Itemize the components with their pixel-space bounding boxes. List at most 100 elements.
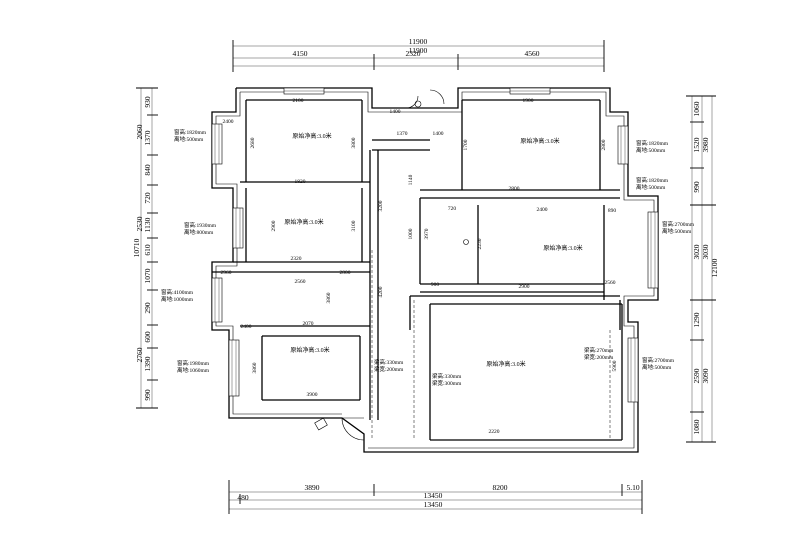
right-seg-7: 1290	[692, 312, 701, 327]
top-overall-dimension-1: 11900	[409, 37, 428, 46]
left-seg-1: 930	[143, 96, 152, 108]
right-seg-3: 990	[692, 181, 701, 193]
right-seg-1: 1060	[692, 101, 701, 116]
bottom-dimension-chain: 3890 8200 5.10 480 13450 13450	[228, 480, 643, 514]
left-seg-6: 1130	[143, 217, 152, 232]
inner-dim: 3860	[252, 362, 258, 373]
right-seg-9: 3090	[701, 368, 710, 383]
window-top-1	[283, 87, 325, 95]
inner-dim: 2800	[601, 139, 607, 150]
beam-1-height: 梁高:330mm	[374, 358, 404, 366]
top-segment-3: 4560	[525, 49, 540, 58]
inner-dim: 3200	[378, 200, 384, 211]
win-right-1-sill: 离地:500mm	[636, 146, 666, 154]
left-dimension-chain: 10710 930 1370 2060 840 720 1130 2530 61…	[132, 87, 158, 409]
win-left-3-sill: 离地:1000mm	[161, 295, 194, 303]
window-top-2	[509, 87, 551, 95]
entry-door-arc	[341, 417, 365, 441]
inner-dim: 2400	[241, 324, 252, 330]
right-dimension-chain: 1060 3980 990 1520 3020 3030 12100 1290 …	[686, 95, 719, 443]
window-left-3	[211, 277, 223, 323]
inner-dim: 5900	[612, 360, 618, 371]
inner-dim: 2560	[295, 279, 306, 285]
beam-2-height: 梁高:330mm	[432, 372, 462, 380]
inner-dim: 2220	[489, 429, 500, 435]
inner-dim: 2900	[519, 284, 530, 290]
inner-dim: 1700	[463, 139, 469, 150]
left-seg-8: 610	[143, 244, 152, 256]
inner-dim: 2960	[221, 270, 232, 276]
inner-dim: 2070	[303, 321, 314, 327]
win-left-2-height: 窗高:1930mm	[184, 221, 217, 229]
window-left-2	[232, 207, 244, 249]
inner-dim: 720	[448, 206, 457, 212]
win-right-3-sill: 离地:500mm	[662, 227, 692, 235]
left-seg-10: 290	[143, 302, 152, 314]
room-label-d: 原始净高:3.0米	[520, 137, 559, 145]
doors	[314, 89, 469, 441]
left-seg-14: 990	[143, 389, 152, 401]
room-label-b: 原始净高:3.0米	[284, 218, 323, 226]
left-seg-5: 720	[143, 192, 152, 204]
win-right-1-height: 窗高:1820mm	[636, 139, 669, 147]
inner-dimension-labels: 2100 1900 2800 1820 2320 2560 2070 3900 …	[221, 98, 619, 435]
top-segment-1: 4150	[293, 49, 308, 58]
left-seg-3: 2060	[135, 124, 144, 139]
inner-dim: 2230	[477, 238, 483, 249]
room-label-a: 原始净高:3.0米	[292, 132, 331, 140]
win-left-1-height: 窗高:1820mm	[174, 128, 207, 136]
top-dimension-chain: 11900 11900 4150 2320 4560	[232, 37, 605, 72]
inner-dim: 2800	[340, 270, 351, 276]
room-labels: 原始净高:3.0米 原始净高:3.0米 原始净高:3.0米 原始净高:3.0米 …	[284, 132, 582, 368]
left-seg-12: 1390	[143, 356, 152, 371]
inner-dim: 3900	[307, 392, 318, 398]
bottom-segment-3: 5.10	[626, 483, 639, 492]
bottom-segment-2: 8200	[493, 483, 508, 492]
right-seg-4: 1520	[692, 137, 701, 152]
win-left-1-sill: 离地:500mm	[174, 135, 204, 143]
beam-2-width: 梁宽:300mm	[432, 379, 462, 387]
right-seg-10: 1080	[692, 419, 701, 434]
inner-dim: 2800	[509, 186, 520, 192]
inner-dim: 3100	[351, 220, 357, 231]
bottom-overall-dimension-1: 13450	[424, 491, 443, 500]
inner-dim: 3860	[326, 292, 332, 303]
inner-dim: 900	[431, 282, 440, 288]
window-annotations: 窗高:1820mm 离地:500mm 窗高:1930mm 离地:800mm 窗高…	[161, 128, 695, 374]
window-right-2	[647, 211, 659, 289]
inner-dim: 4200	[378, 286, 384, 297]
exterior-walls	[211, 87, 659, 453]
room-label-e: 原始净高:3.0米	[543, 244, 582, 252]
inner-dim: 1400	[433, 131, 444, 137]
window-right-3	[627, 337, 639, 403]
win-right-2-sill: 离地:500mm	[636, 183, 666, 191]
inner-dim: 2320	[291, 256, 302, 262]
win-left-4-height: 窗高:1980mm	[177, 359, 210, 367]
beam-3-height: 梁高:270mm	[584, 346, 614, 354]
left-seg-9: 1070	[143, 268, 152, 283]
inner-dim: 2900	[271, 220, 277, 231]
inner-dim: 1370	[397, 131, 408, 137]
inner-dim: 2400	[537, 207, 548, 213]
right-seg-6: 3030	[701, 244, 710, 259]
window-openings	[211, 87, 659, 403]
inner-dim: 1140	[408, 174, 414, 185]
win-right-2-height: 窗高:1820mm	[636, 176, 669, 184]
inner-dim: 2560	[605, 280, 616, 286]
beam-lines	[371, 250, 611, 440]
win-left-2-sill: 离地:800mm	[184, 228, 214, 236]
top-overall-dimension-2: 11900	[409, 46, 428, 55]
left-seg-2: 1370	[143, 130, 152, 145]
right-seg-2: 3980	[701, 137, 710, 152]
left-seg-13: 2760	[135, 347, 144, 362]
inner-dim: 2400	[223, 119, 234, 125]
left-seg-11: 600	[143, 331, 152, 343]
inner-dim: 1000	[408, 228, 414, 239]
beam-annotations: 梁高:330mm 梁宽:200mm 梁高:330mm 梁宽:300mm 梁高:2…	[374, 346, 614, 387]
win-left-3-height: 窗高:4100mm	[161, 288, 194, 296]
win-left-4-sill: 离地:1060mm	[177, 366, 210, 374]
right-seg-5: 3020	[692, 244, 701, 259]
bottom-overall-dimension-2: 13450	[424, 500, 443, 509]
left-seg-4: 840	[143, 164, 152, 176]
